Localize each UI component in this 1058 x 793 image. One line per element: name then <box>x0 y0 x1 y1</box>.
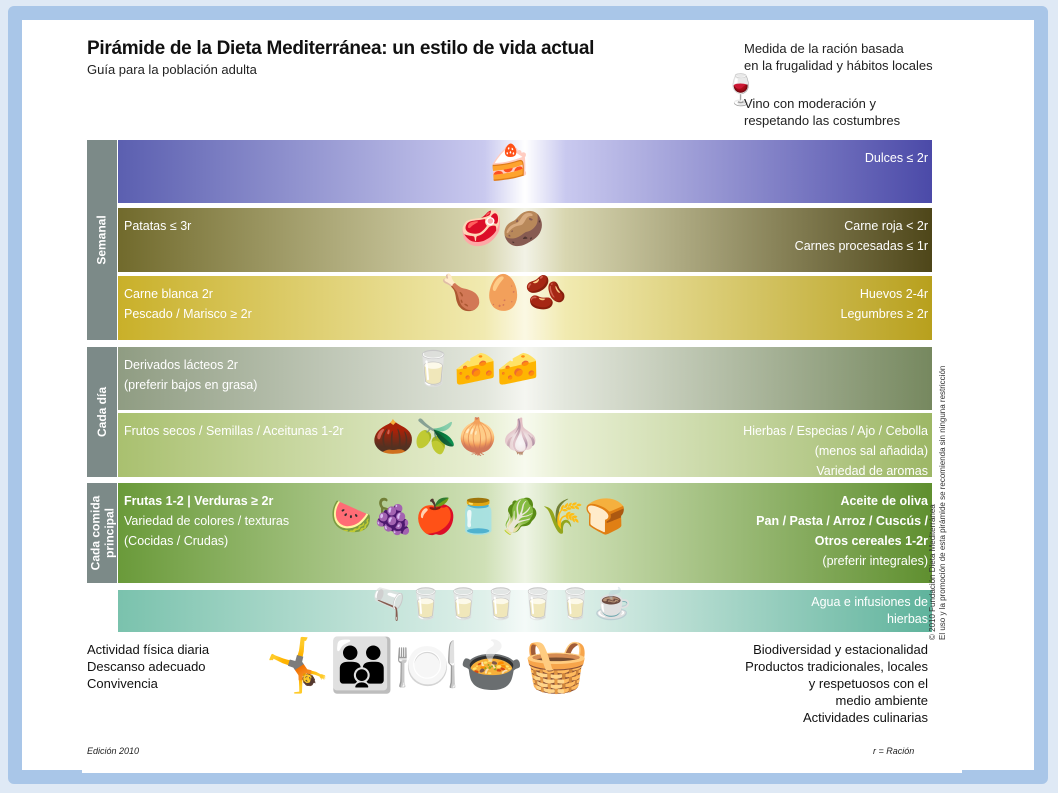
fruit-veg-icon: 🍉🍇🍎🫙🥬🌾🍞 <box>330 498 627 536</box>
cake-icon: 🍰 <box>488 144 531 182</box>
ration-legend: r = Ración <box>873 746 915 756</box>
band-nuts-herbs: Frutos secos / Semillas / Aceitunas 1-2r… <box>118 413 932 478</box>
band-sweets: Dulces ≤ 2r <box>118 140 932 203</box>
group-daily: Cada día <box>87 347 117 477</box>
water-glasses-icon: 🫗🥛🥛🥛🥛🥛☕ <box>370 588 632 621</box>
edition-label: Edición 2010 <box>87 746 140 756</box>
page-title: Pirámide de la Dieta Mediterránea: un es… <box>87 38 595 59</box>
band-dairy: Derivados lácteos 2r(preferir bajos en g… <box>118 347 932 410</box>
dairy-icon: 🥛🧀🧀 <box>412 350 540 388</box>
group-weekly: Semanal <box>87 140 117 340</box>
nuts-herbs-icon: 🌰🫒🧅🧄 <box>372 418 542 456</box>
meat-icon: 🥩🥔 <box>460 210 545 248</box>
chicken-egg-icon: 🍗🥚🫘 <box>440 274 568 312</box>
page-subtitle: Guía para la población adulta <box>87 62 257 77</box>
wine-glass-icon: 🍷 <box>722 74 760 107</box>
people-activity-icon: 🤸👪🍽️🍲🧺 <box>265 637 589 695</box>
